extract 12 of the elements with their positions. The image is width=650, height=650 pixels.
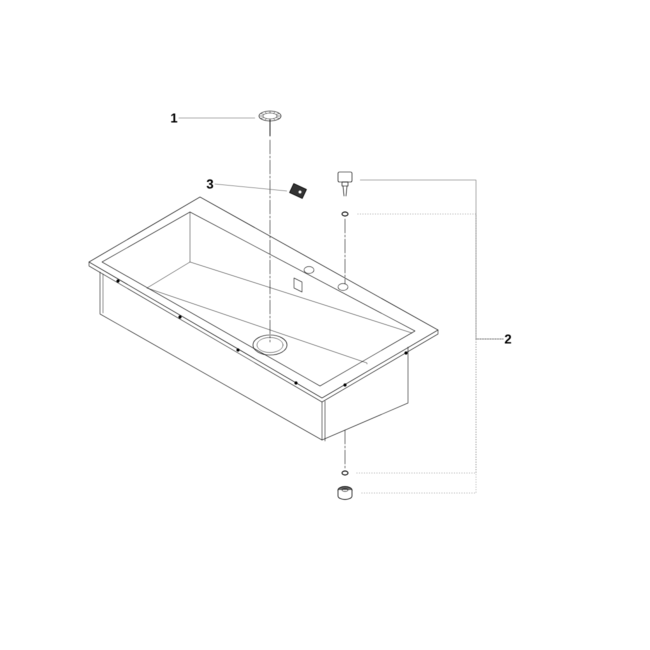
leader-line xyxy=(360,180,504,340)
leader-line xyxy=(360,338,504,494)
leader-line xyxy=(214,184,288,192)
washer-drawing xyxy=(342,212,348,216)
cover-drawing xyxy=(289,183,307,199)
drain-drawing xyxy=(338,486,352,500)
callout-number: 2 xyxy=(504,334,512,344)
washer-drawing xyxy=(342,470,348,476)
callout-number: 3 xyxy=(206,179,214,189)
callout-number: 1 xyxy=(171,114,178,122)
knob-drawing xyxy=(338,172,352,196)
strainer-drawing xyxy=(258,110,282,136)
